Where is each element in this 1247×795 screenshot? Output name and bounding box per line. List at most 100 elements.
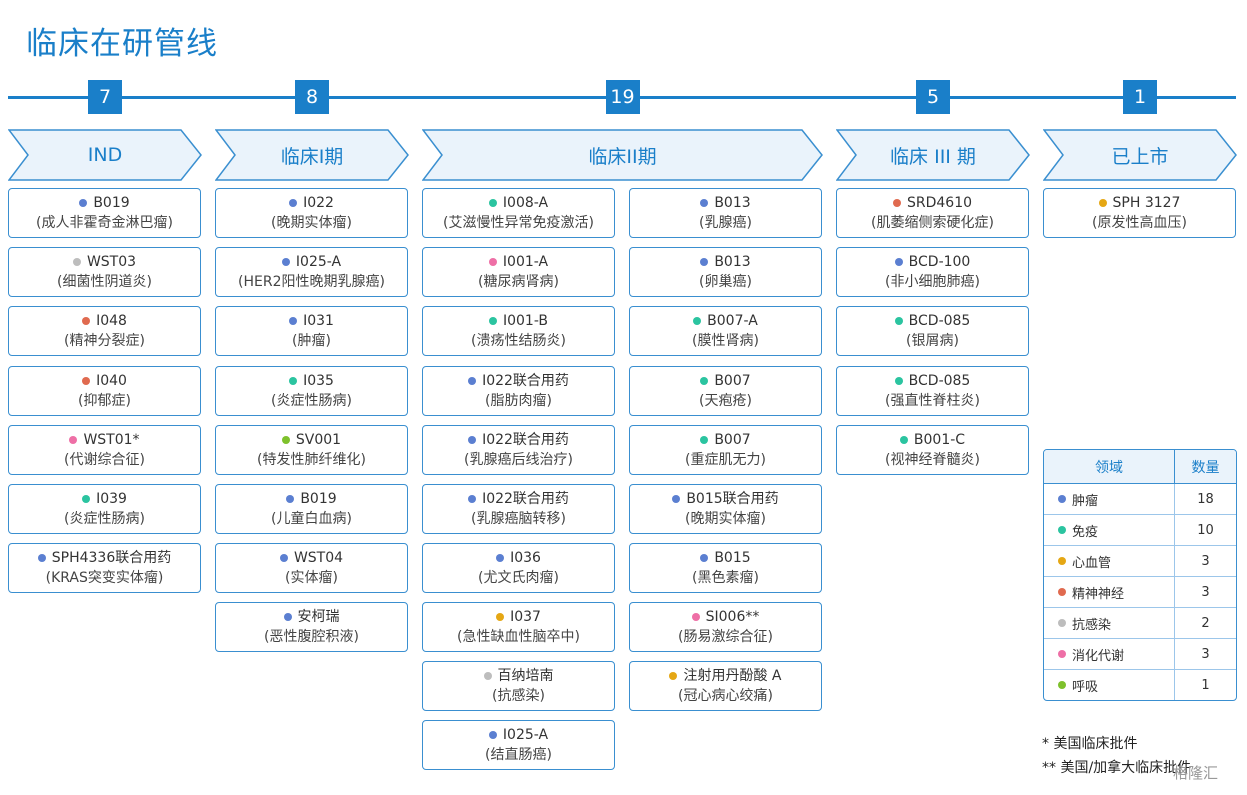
legend-count-cell: 1 [1201, 677, 1210, 693]
indication: (晚期实体瘤) [271, 215, 352, 231]
area-dot-icon [468, 377, 477, 385]
indication: (KRAS突变实体瘤) [45, 570, 164, 586]
indication: (脂肪肉瘤) [485, 393, 552, 409]
card-code-row: I008-A [488, 193, 549, 213]
phase-count-badge: 8 [295, 80, 329, 114]
drug-code: BCD-100 [908, 254, 971, 270]
card-code-row: 安柯瑞 [283, 607, 340, 627]
drug-code: B001-C [913, 432, 966, 448]
pipeline-card: WST03(细菌性阴道炎) [8, 247, 201, 297]
area-dot-icon [1098, 199, 1107, 207]
card-code-row: SPH4336联合用药 [37, 548, 171, 568]
card-code-row: I031 [289, 311, 334, 331]
drug-code: SV001 [295, 432, 342, 448]
indication: (精神分裂症) [64, 333, 145, 349]
pipeline-card: I022(晚期实体瘤) [215, 188, 408, 238]
area-dot-icon [700, 377, 709, 385]
card-code-row: B007-A [693, 311, 758, 331]
card-code-row: BCD-085 [894, 311, 970, 331]
indication: (乳腺癌) [699, 215, 752, 231]
indication: (乳腺癌脑转移) [471, 511, 566, 527]
drug-code: B015联合用药 [686, 491, 779, 507]
area-dot-icon [691, 613, 700, 621]
drug-code: I039 [96, 491, 127, 507]
area-dot-icon [488, 731, 497, 739]
legend-area-label: 抗感染 [1072, 617, 1112, 633]
card-code-row: 注射用丹酚酸 A [669, 666, 782, 686]
watermark-logo: 格隆汇 [1173, 764, 1219, 782]
area-dot-icon [488, 258, 497, 266]
chevron-arrow-shape [836, 129, 1030, 181]
drug-code: BCD-085 [908, 373, 971, 389]
card-code-row: B007 [700, 371, 751, 391]
card-code-row: I022联合用药 [468, 371, 569, 391]
phase-label: 已上市 [1111, 145, 1169, 168]
drug-code: I022联合用药 [482, 491, 569, 507]
phase-header: 已上市 [1043, 129, 1237, 181]
pipeline-card: BCD-085(强直性脊柱炎) [836, 366, 1029, 416]
chevron-arrow-shape [8, 129, 202, 181]
indication: (HER2阳性晚期乳腺癌) [238, 274, 385, 290]
card-code-row: SV001 [281, 430, 342, 450]
indication: (天疱疮) [699, 393, 752, 409]
pipeline-card: SPH 3127(原发性高血压) [1043, 188, 1236, 238]
drug-code: B019 [93, 195, 130, 211]
phase-header: 临床II期 [422, 129, 823, 181]
drug-code: WST03 [86, 254, 137, 270]
drug-code: B007 [714, 373, 751, 389]
card-code-row: B001-C [899, 430, 966, 450]
card-code-row: B013 [700, 193, 751, 213]
pipeline-card: I025-A(结直肠癌) [422, 720, 615, 770]
phase-label: 临床 III 期 [890, 145, 976, 168]
drug-code: I040 [96, 373, 127, 389]
legend-area-label: 免疫 [1072, 524, 1099, 540]
card-code-row: I040 [82, 371, 127, 391]
card-code-row: I022联合用药 [468, 489, 569, 509]
indication: (非小细胞肺癌) [885, 274, 980, 290]
pipeline-card: I022联合用药 (脂肪肉瘤) [422, 366, 615, 416]
pipeline-card: I031(肿瘤) [215, 306, 408, 356]
drug-code: B015 [714, 550, 751, 566]
legend-area-label: 消化代谢 [1072, 648, 1125, 664]
phase-count-badge: 7 [88, 80, 122, 114]
pipeline-card: I037(急性缺血性脑卒中) [422, 602, 615, 652]
pipeline-card: I022联合用药 (乳腺癌脑转移) [422, 484, 615, 534]
pipeline-card: B007-A(膜性肾病) [629, 306, 822, 356]
card-code-row: B015 [700, 548, 751, 568]
indication: (成人非霍奇金淋巴瘤) [36, 215, 173, 231]
card-code-row: SI006** [691, 607, 759, 627]
area-dot-icon [700, 199, 709, 207]
card-code-row: WST03 [72, 252, 137, 272]
drug-code: I037 [510, 609, 541, 625]
area-dot-icon [894, 377, 903, 385]
pipeline-card: I008-A(艾滋慢性异常免疫激活) [422, 188, 615, 238]
drug-code: I008-A [502, 195, 549, 211]
legend-area-cell: 心血管 [1044, 546, 1175, 576]
footnote-us-canada: ** 美国/加拿大临床批件 [1042, 760, 1192, 776]
indication: (恶性腹腔积液) [264, 629, 359, 645]
area-dot-icon [281, 436, 290, 444]
card-code-row: B007 [700, 430, 751, 450]
area-dot-icon [1058, 495, 1066, 503]
indication: (乳腺癌后线治疗) [464, 452, 573, 468]
indication: (儿童白血病) [271, 511, 352, 527]
pipeline-card: I001-A(糖尿病肾病) [422, 247, 615, 297]
legend-count-cell: 18 [1197, 491, 1214, 507]
area-dot-icon [82, 317, 91, 325]
legend-area-cell: 呼吸 [1044, 670, 1175, 700]
legend-area-cell: 免疫 [1044, 515, 1175, 545]
card-code-row: SPH 3127 [1098, 193, 1180, 213]
card-code-row: I025-A [281, 252, 341, 272]
drug-code: B013 [714, 254, 751, 270]
area-dot-icon [468, 495, 477, 503]
pipeline-card: I035(炎症性肠病) [215, 366, 408, 416]
card-code-row: BCD-100 [894, 252, 971, 272]
area-dot-icon [894, 317, 903, 325]
drug-code: I025-A [502, 727, 549, 743]
indication: (实体瘤) [285, 570, 338, 586]
area-dot-icon [286, 495, 295, 503]
